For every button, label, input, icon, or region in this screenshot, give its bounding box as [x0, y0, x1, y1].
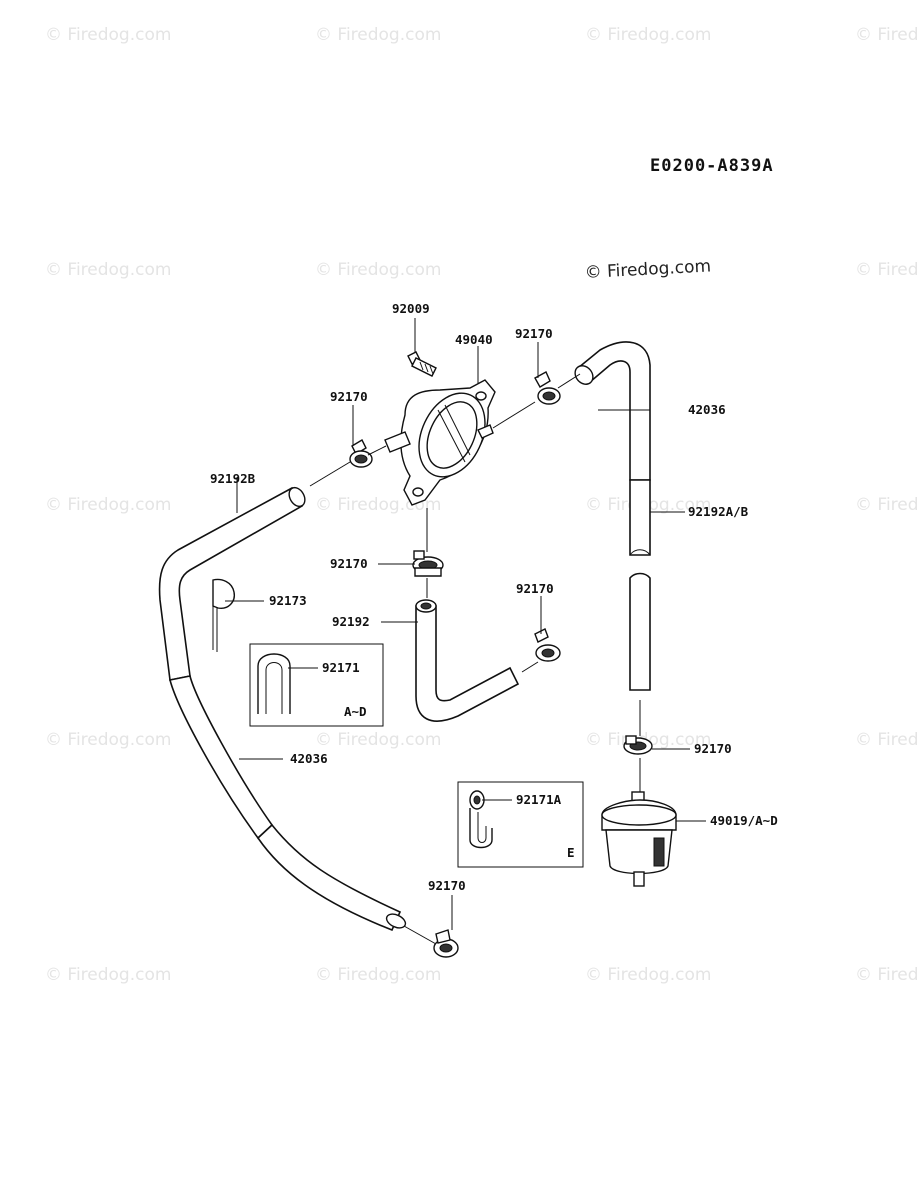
- diagram-code: E0200-A839A: [650, 156, 774, 176]
- watermark: © Firedog.com: [855, 495, 917, 515]
- fuel-pump-49040: [384, 379, 496, 506]
- hose-left-42036: [169, 675, 407, 932]
- label-filter: 49019/A~D: [710, 813, 778, 828]
- watermark: © Firedog.com: [315, 25, 441, 45]
- clamp-pump-left: [349, 439, 373, 468]
- label-clip-left: 92173: [269, 593, 307, 608]
- watermark: © Firedog.com: [315, 260, 441, 280]
- bolt-92009: [407, 351, 437, 377]
- watermark: © Firedog.com: [855, 260, 917, 280]
- clamp-pump-right: [534, 371, 561, 405]
- watermark: © Firedog.com: [315, 730, 441, 750]
- fuel-filter-49019: [601, 791, 677, 887]
- part-labels: 92009 49040 92170 92170 42036 92192B 921…: [210, 301, 778, 893]
- watermark: © Firedog.com: [855, 730, 917, 750]
- hose-left-92192b: [158, 486, 306, 681]
- label-clamp-mid-right: 92170: [516, 581, 554, 596]
- label-bolt: 92009: [392, 301, 430, 316]
- label-clamp-filter-top: 92170: [694, 741, 732, 756]
- leader-lines: [225, 318, 706, 945]
- watermark: © Firedog.com: [45, 260, 171, 280]
- clamp-bottom: [433, 929, 459, 958]
- label-box-e-range: E: [567, 845, 575, 860]
- clip-92171a: [469, 790, 493, 849]
- clamp-mid-right: [534, 628, 561, 662]
- hose-mid-92192: [415, 599, 520, 722]
- watermark: © Firedog.com: [45, 495, 171, 515]
- label-hose-mid: 92192: [332, 614, 370, 629]
- label-clamp-pump-bottom: 92170: [330, 556, 368, 571]
- clip-92173: [212, 578, 235, 652]
- clamp-filter-top: [623, 735, 653, 755]
- label-tube-right: 92192A/B: [688, 504, 749, 519]
- clip-92171: [257, 653, 291, 714]
- watermark: © Firedog.com: [45, 25, 171, 45]
- watermark: © Firedog.com: [855, 25, 917, 45]
- label-pump: 49040: [455, 332, 493, 347]
- watermark: © Firedog.com: [315, 965, 441, 985]
- label-clamp-bottom: 92170: [428, 878, 466, 893]
- label-hose-right-top: 42036: [688, 402, 726, 417]
- label-hose-left-top: 92192B: [210, 471, 256, 486]
- watermark: © Firedog.com: [855, 965, 917, 985]
- clip-box-ad: [249, 643, 384, 727]
- tube-right-92192ab: [629, 479, 651, 691]
- label-box-ad-range: A~D: [344, 704, 367, 719]
- label-clip-box-ad: 92171: [322, 660, 360, 675]
- watermark: © Firedog.com: [585, 25, 711, 45]
- watermark-main: © Firedog.com: [584, 256, 711, 283]
- watermark: © Firedog.com: [45, 730, 171, 750]
- hose-right-42036: [574, 341, 651, 481]
- watermark: © Firedog.com: [585, 965, 711, 985]
- label-clamp-pump-right: 92170: [515, 326, 553, 341]
- label-hose-left-long: 42036: [290, 751, 328, 766]
- clamp-pump-bottom: [412, 550, 444, 577]
- label-clamp-pump-left: 92170: [330, 389, 368, 404]
- watermark: © Firedog.com: [45, 965, 171, 985]
- clip-box-e: [457, 781, 584, 868]
- label-clip-box-e: 92171A: [516, 792, 562, 807]
